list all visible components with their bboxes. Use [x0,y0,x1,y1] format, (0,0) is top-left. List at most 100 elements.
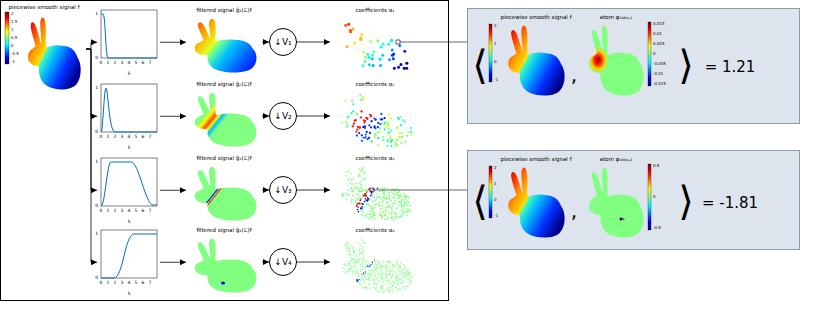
coefficient-dot [355,186,357,188]
coefficient-dot [352,187,354,189]
coefficient-dot [388,265,389,266]
coefficient-dot [391,210,393,212]
axis-tick: 0 [95,130,98,135]
coefficient-dot [369,132,371,134]
coefficient-dots [341,23,412,293]
coefficient-dot [372,189,374,191]
coefficient-dot [409,272,410,273]
coefficient-dot [361,190,363,192]
coefficient-dot [382,139,384,141]
coefficient-dot [361,196,363,198]
downsample-node: ↓V₁ [269,28,297,56]
flow-arrow [262,262,269,263]
coefficient-dot [396,188,398,190]
coefficient-dot [360,33,363,36]
coefficient-dot [364,193,366,195]
coefficient-dot [384,192,386,194]
coefficient-dot [353,177,355,179]
coefficient-dot [410,282,411,283]
panel-title: coefficients α₂ [355,82,394,88]
coefficient-dot [360,259,361,260]
coefficient-dot [354,259,355,260]
coefficient-dot [357,259,358,260]
coefficient-dot [401,199,403,201]
coefficient-dot [366,191,368,193]
coefficient-dot [358,198,360,200]
coefficient-dot [356,263,357,264]
coefficient-dot [362,240,363,241]
coefficient-dot [346,243,347,244]
flow-arrow [262,116,269,117]
coefficient-dot [371,280,372,281]
axis-tick: 5 [135,61,138,66]
coefficient-dot [384,122,386,124]
coefficient-dot [352,273,353,274]
coefficient-dot [397,261,398,262]
coefficient-dot [367,138,369,140]
coefficient-dot [354,187,356,189]
coefficient-dot [349,255,350,256]
coefficient-dot [353,252,354,253]
coefficient-dot [410,281,411,282]
filter-plot: λ [97,156,160,225]
coefficient-dot [397,283,398,284]
coefficient-dot [406,281,407,282]
coefficient-dot [385,202,387,204]
coefficient-dot [407,268,408,269]
coefficient-dot [357,282,358,283]
downsample-node: ↓V₃ [269,176,297,204]
coefficient-dot [356,135,358,137]
coefficient-dot [376,265,377,266]
coefficient-dot [352,190,354,192]
coefficient-dot [346,249,347,250]
coefficient-dot [401,278,402,279]
coefficient-dot [366,287,367,288]
coefficient-dot [407,211,409,213]
coefficient-dot [375,198,377,200]
coefficient-dot [375,262,376,263]
coefficient-dot [375,276,376,277]
coefficient-dot [409,275,410,276]
coefficient-dot [403,199,405,201]
coefficient-dot [349,264,350,265]
coefficient-dot [390,39,393,42]
coefficient-dot [354,263,355,264]
coefficient-dot [408,279,409,280]
coefficient-dot [360,282,361,283]
coefficient-dot [393,270,394,271]
coefficient-dot [398,289,399,290]
coefficient-dot [390,262,391,263]
coefficient-dot [396,263,397,264]
coefficient-dot [390,273,391,274]
axis-tick: 0 [100,61,103,66]
coefficient-dot [387,280,388,281]
panel-title: piecewise smooth signal f [8,5,79,11]
coefficient-dot [360,110,362,112]
coefficient-dot [366,53,369,56]
coefficient-dot-group [341,167,412,221]
coefficient-dot [408,281,409,282]
coefficient-dot [347,270,348,271]
coefficient-dot [405,203,407,205]
coefficient-dot [380,265,381,266]
coefficient-dot [385,195,387,197]
coefficient-dot [384,291,385,292]
coefficient-dot [369,267,370,268]
coefficient-dot [381,215,383,217]
coefficient-dot [369,114,371,116]
coefficient-dot [379,265,380,266]
coefficient-dot [384,279,385,280]
coefficient-dot [359,249,360,250]
coefficient-dot [396,261,397,262]
coefficient-dot [397,144,399,146]
coefficient-dot [351,201,353,203]
coefficient-dot [348,190,350,192]
colorbar-tick: -1 [494,78,498,82]
coefficient-dot [356,183,358,185]
coefficient-dot [361,269,362,270]
coefficient-dot [362,210,364,212]
coefficient-dot [366,216,368,218]
coefficient-dot [393,190,395,192]
coefficient-dot [400,262,401,263]
coefficient-dot [399,268,400,269]
